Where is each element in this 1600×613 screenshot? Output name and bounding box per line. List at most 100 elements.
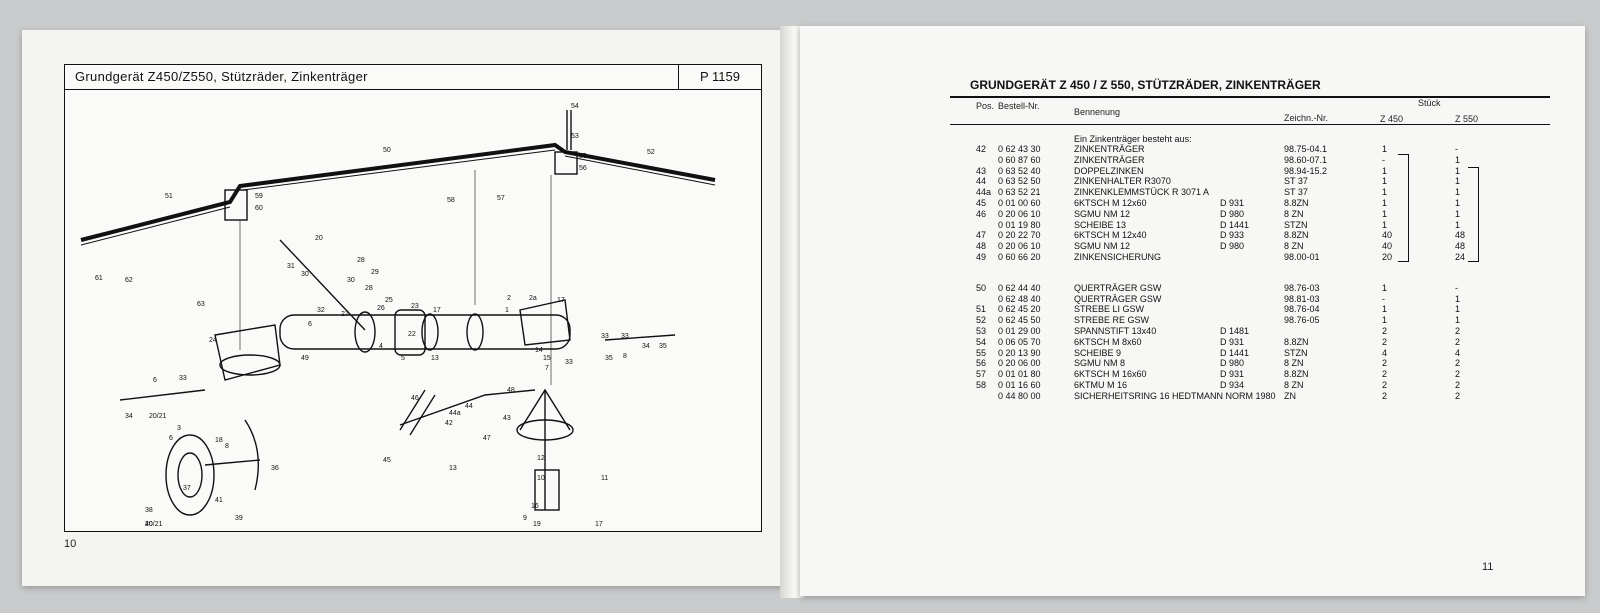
- callout-label: 25: [385, 297, 393, 304]
- callout-label: 39: [235, 515, 243, 522]
- cell-norm: D 980: [1220, 358, 1245, 369]
- cell-nr: 0 06 05 70: [998, 336, 1041, 347]
- callout-label: 9: [523, 515, 527, 522]
- cell-z450: 1: [1382, 219, 1388, 230]
- callout-label: 31: [287, 263, 295, 270]
- right-page-number: 11: [1482, 561, 1494, 573]
- callout-label: 6: [153, 377, 157, 384]
- cell-z550: 1: [1455, 315, 1461, 326]
- cell-z550: 1: [1455, 165, 1461, 176]
- cell-zeichn: 8 ZN: [1284, 358, 1304, 369]
- callout-label: 26: [377, 305, 385, 312]
- callout-label: 33: [179, 375, 187, 382]
- cell-pos: 48: [976, 241, 987, 252]
- cell-nr: 0 01 19 80: [998, 219, 1041, 230]
- cell-zeichn: 98.76-03: [1284, 282, 1320, 293]
- cell-z550: 48: [1455, 230, 1466, 241]
- callout-label: 3: [177, 425, 181, 432]
- callout-label: 49: [301, 355, 309, 362]
- callout-label: 13: [431, 355, 439, 362]
- cell-nr: 0 62 44 40: [998, 282, 1041, 293]
- cell-nr: 0 20 06 10: [998, 241, 1041, 252]
- cell-pos: 50: [976, 282, 987, 293]
- cell-pos: 57: [976, 369, 987, 380]
- cell-norm: D 1481: [1220, 326, 1250, 336]
- cell-pos: 43: [976, 165, 987, 176]
- cell-zeichn: 98.76-04: [1284, 304, 1320, 315]
- left-page-number: 10: [64, 538, 77, 550]
- cell-pos: 56: [976, 358, 987, 369]
- callout-label: 28: [357, 257, 365, 264]
- cell-name: ZINKENHALTER R3070: [1074, 176, 1171, 187]
- callout-label: 8: [623, 353, 627, 360]
- cell-pos: 51: [976, 304, 987, 315]
- cell-z550: 1: [1455, 187, 1461, 198]
- cell-z550: 24: [1455, 252, 1466, 262]
- callout-label: 34: [125, 413, 133, 420]
- cell-pos: 52: [976, 315, 987, 326]
- cell-name: SGMU NM 8: [1074, 358, 1126, 369]
- cell-norm: D 1441: [1220, 219, 1250, 230]
- cell-z550: 2: [1455, 380, 1461, 390]
- cell-pos: 55: [976, 347, 987, 358]
- cell-name: SGMU NM 12: [1074, 241, 1131, 252]
- cell-zeichn: 98.76-05: [1284, 315, 1320, 326]
- cell-zeichn: 98.60-07.1: [1284, 154, 1328, 165]
- header-zeichn: Zeichn.-Nr.: [1284, 113, 1329, 123]
- header-z450: Z 450: [1380, 114, 1404, 124]
- cell-nr: 0 60 66 20: [998, 252, 1041, 262]
- callout-label: 56: [579, 165, 587, 172]
- cell-nr: 0 62 48 40: [998, 293, 1041, 304]
- cell-norm: D 931: [1220, 198, 1245, 208]
- cell-name: SGMU NM 12: [1074, 208, 1131, 219]
- cell-nr: 0 01 00 60: [998, 198, 1041, 208]
- cell-z450: 1: [1382, 282, 1388, 293]
- callout-label: 6: [169, 435, 173, 442]
- cell-z550: 1: [1455, 219, 1461, 230]
- callout-label: 24: [209, 337, 217, 344]
- callout-label: 30: [347, 277, 355, 284]
- callout-label: 8: [225, 443, 229, 450]
- cell-z450: 1: [1382, 198, 1388, 208]
- callout-label: 54: [571, 103, 579, 110]
- title-rule: [950, 96, 1550, 98]
- callout-label: 2a: [529, 295, 537, 302]
- cell-name: SCHEIBE 13: [1074, 219, 1127, 230]
- cell-zeichn: 8.8ZN: [1284, 230, 1309, 241]
- cell-name: 6KTMU M 16: [1074, 380, 1128, 390]
- header-benennung: Bennenung: [1074, 107, 1121, 117]
- callout-label: 32: [317, 307, 325, 314]
- callout-label: 22: [408, 331, 416, 338]
- bracket-z450: [1398, 154, 1409, 262]
- cell-nr: 0 01 01 80: [998, 369, 1041, 380]
- callout-label: 40: [145, 521, 153, 528]
- callout-label: 35: [659, 343, 667, 350]
- callout-label: 1: [505, 307, 509, 314]
- callout-label: 41: [215, 497, 223, 504]
- cell-z550: 4: [1455, 347, 1461, 358]
- cell-nr: 0 63 52 21: [998, 187, 1041, 198]
- cell-z450: 40: [1382, 230, 1393, 241]
- callout-label: 63: [197, 301, 205, 308]
- cell-z450: 2: [1382, 369, 1388, 380]
- callout-label: 45: [383, 457, 391, 464]
- cell-name: SICHERHEITSRING 16 HEDTMANN NORM 1980: [1074, 390, 1276, 401]
- cell-zeichn: 98.75-04.1: [1284, 144, 1328, 154]
- cell-norm: D 980: [1220, 241, 1245, 252]
- cell-norm: D 931: [1220, 369, 1245, 380]
- cell-zeichn: 8 ZN: [1284, 208, 1304, 219]
- cell-z450: 1: [1382, 304, 1388, 315]
- cell-pos: 47: [976, 230, 987, 241]
- cell-zeichn: 8.8ZN: [1284, 369, 1309, 380]
- cell-name: 6KTSCH M 8x60: [1074, 336, 1142, 347]
- callout-label: 60: [255, 205, 263, 212]
- cell-zeichn: STZN: [1284, 347, 1308, 358]
- cell-name: 6KTSCH M 12x40: [1074, 230, 1147, 241]
- cell-zeichn: 8 ZN: [1284, 380, 1304, 390]
- cell-z450: 20: [1382, 252, 1393, 262]
- callout-label: 61: [95, 275, 103, 282]
- cell-nr: 0 20 06 10: [998, 208, 1041, 219]
- callout-label: 14: [535, 347, 543, 354]
- callout-label: 57: [497, 195, 505, 202]
- callout-label: 51: [165, 193, 173, 200]
